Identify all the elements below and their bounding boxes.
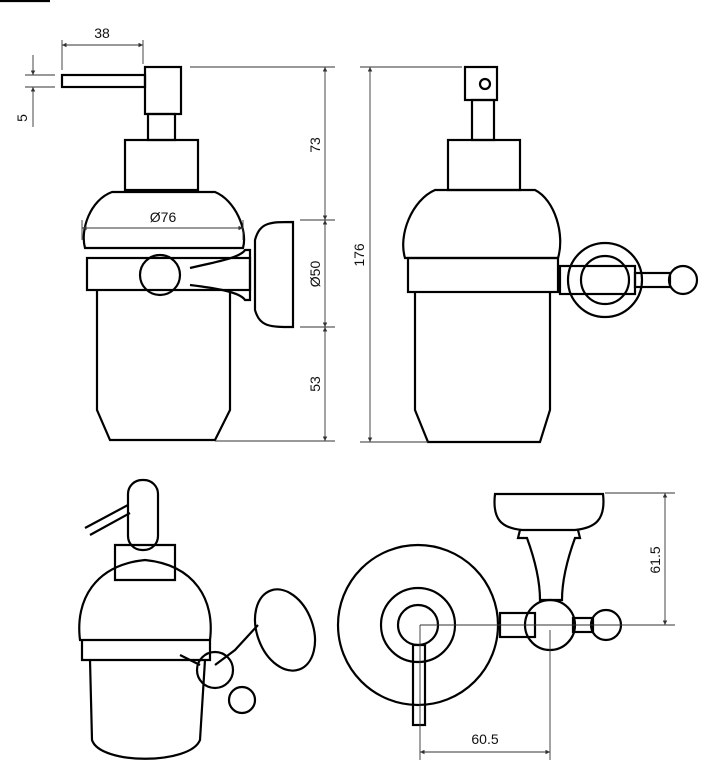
cap xyxy=(123,138,200,192)
band xyxy=(85,256,252,292)
side-view: 176 xyxy=(351,65,699,444)
dim-holder-offset: 60.5 xyxy=(471,731,498,747)
dim-mount-diameter: Ø50 xyxy=(307,261,323,288)
cup xyxy=(95,290,232,442)
dim-pump-height: 73 xyxy=(307,137,323,153)
dim-holder-height: 61.5 xyxy=(647,546,663,573)
pump-head xyxy=(143,65,183,116)
arm xyxy=(189,248,252,302)
wall-plate xyxy=(253,220,295,329)
pump-stem xyxy=(146,112,177,142)
dim-spout-length: 38 xyxy=(94,25,110,41)
spout xyxy=(60,73,147,89)
dim-dome-diameter: Ø76 xyxy=(150,209,177,225)
dim-spout-height: 5 xyxy=(14,114,30,122)
top-view: 61.5 60.5 xyxy=(336,492,675,760)
dim-total-height: 176 xyxy=(351,243,367,267)
isometric-view xyxy=(78,478,317,760)
ring xyxy=(138,253,182,297)
dim-cup-lower-height: 53 xyxy=(307,376,323,392)
front-view: 38 5 73 Ø50 53 Ø76 xyxy=(14,25,335,442)
